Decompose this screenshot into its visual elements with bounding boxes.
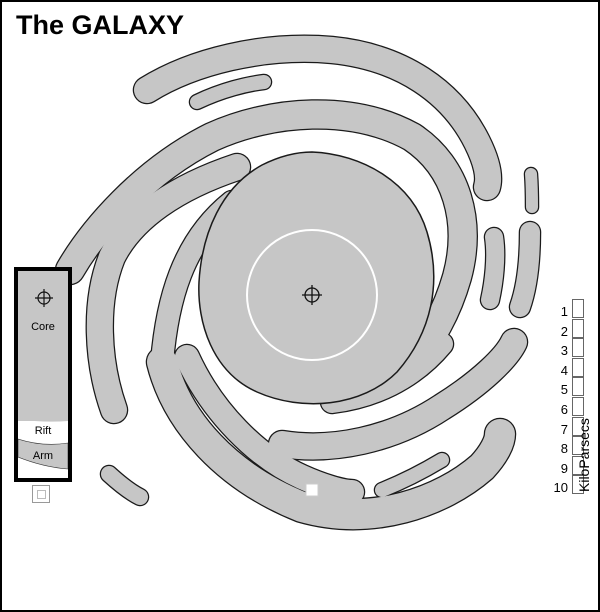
scale-tick-label: 7 — [560, 421, 568, 437]
scale-segment — [572, 455, 584, 475]
spiral-arm — [134, 35, 502, 200]
spiral-arm — [269, 329, 527, 460]
legend-core-label: Core — [31, 321, 55, 333]
scale-segment — [572, 338, 584, 358]
scale-tick-label: 8 — [560, 441, 568, 457]
location-marker — [305, 483, 319, 497]
galactic-center-crosshair-icon — [302, 285, 322, 305]
legend-arm-swatch — [18, 438, 68, 470]
spiral-arm — [175, 345, 364, 504]
core-disk — [198, 151, 435, 405]
legend-rift-label: Rift — [34, 425, 52, 437]
spiral-arm — [510, 222, 540, 317]
scale-segment — [572, 357, 584, 377]
scale-segment — [572, 377, 584, 397]
scale-segment — [572, 318, 584, 338]
scale-segment — [572, 475, 584, 495]
spiral-arm — [101, 466, 148, 505]
spiral-arm — [525, 168, 538, 213]
core-boundary-ring — [246, 229, 378, 361]
spiral-arm — [190, 75, 271, 109]
spiral-arm — [147, 347, 515, 530]
scale-tick-label: 4 — [560, 362, 568, 378]
legend-arm-label: Arm — [32, 450, 54, 462]
scale-tick-label: 1 — [560, 304, 568, 319]
spiral-arm — [481, 228, 505, 309]
scale-tick-label: 9 — [560, 460, 568, 476]
scale-tick-label: 6 — [560, 402, 568, 417]
scale-segment — [572, 436, 584, 456]
scale-bar: 1 2 3 4 5 6 7 8 9 10 — [554, 299, 584, 499]
scale-segment — [572, 397, 584, 416]
scale-unit-label: KiloParsecs — [576, 418, 592, 492]
central-core — [198, 151, 435, 405]
marker-key-box — [32, 485, 50, 503]
spiral-arm — [86, 154, 250, 423]
map-title: The GALAXY — [16, 10, 185, 40]
scale-segment — [572, 416, 584, 436]
crosshair-icon — [35, 289, 53, 307]
spiral-arm — [375, 453, 449, 497]
map-legend: Core Rift Arm — [14, 267, 72, 482]
scale-tick-label: 3 — [560, 343, 568, 359]
scale-tick-label: 5 — [560, 382, 568, 398]
legend-core-swatch — [18, 271, 68, 421]
scale-tick-label: 2 — [560, 323, 568, 339]
spiral-arm — [56, 100, 477, 371]
scale-segment — [572, 299, 584, 318]
scale-tick-label: 10 — [553, 480, 568, 496]
